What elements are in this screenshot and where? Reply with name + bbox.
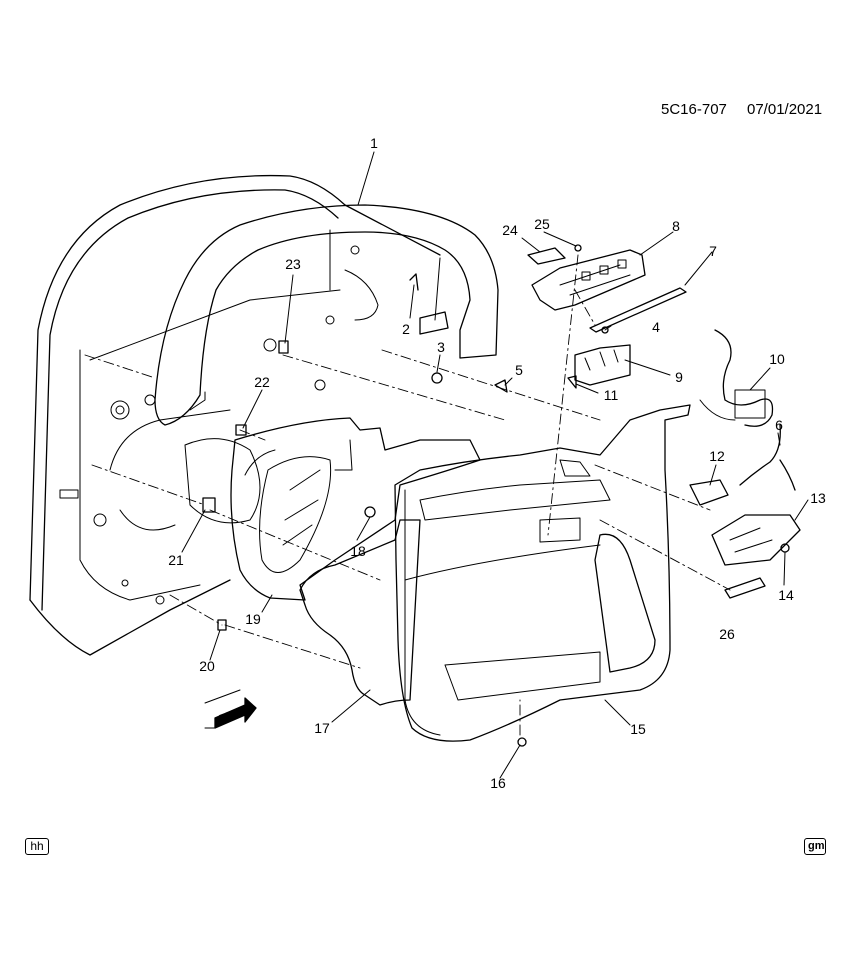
callout-14: 14: [778, 587, 794, 603]
fastener-18: [364, 506, 376, 518]
callout-20: 20: [199, 658, 215, 674]
callout-19: 19: [245, 611, 261, 627]
inside-handle: [689, 479, 729, 506]
wiring-harness: [699, 329, 774, 427]
screw-16: [517, 737, 527, 747]
clip-2: [409, 273, 419, 291]
callout-1: 1: [370, 135, 378, 151]
front-direction-arrow: [204, 689, 257, 729]
callout-8: 8: [672, 218, 680, 234]
fastener-3: [431, 372, 443, 384]
screw-25: [574, 244, 582, 252]
callout-17: 17: [314, 720, 330, 736]
screw-4: [601, 326, 609, 334]
window-switch-bezel: [531, 249, 646, 311]
callout-23: 23: [285, 256, 301, 272]
callout-9: 9: [675, 369, 683, 385]
door-trim-panel: [394, 404, 691, 742]
callout-21: 21: [168, 552, 184, 568]
callout-13: 13: [810, 490, 826, 506]
lock-rod: [589, 287, 687, 333]
handle-housing: [711, 514, 801, 566]
diagram-date: 07/01/2021: [747, 101, 823, 118]
callout-7: 7: [709, 243, 717, 259]
gm-logo-badge: gm: [804, 838, 826, 855]
callout-6: 6: [775, 417, 783, 433]
callout-11: 11: [603, 387, 619, 403]
clip-22: [235, 424, 247, 436]
callout-2: 2: [402, 321, 410, 337]
clip-5: [494, 379, 508, 393]
window-switch: [574, 344, 631, 386]
door-frame-outline: [29, 174, 441, 656]
bezel-pad: [527, 247, 566, 265]
callout-12: 12: [709, 448, 725, 464]
callout-24: 24: [502, 222, 518, 238]
callout-18: 18: [350, 543, 366, 559]
callout-10: 10: [769, 351, 785, 367]
release-cable: [739, 424, 796, 491]
clip-11: [567, 375, 577, 389]
callout-16: 16: [490, 775, 506, 791]
trim-insert: [724, 577, 766, 599]
door-window-trim-frame: [154, 204, 499, 426]
callout-3: 3: [437, 339, 445, 355]
callout-22: 22: [254, 374, 270, 390]
diagram-reference-code: 5C16-707: [661, 101, 727, 118]
callout-5: 5: [515, 362, 523, 378]
sound-insulator: [299, 519, 421, 706]
alignment-lines: [84, 254, 731, 736]
leader-lines: [181, 151, 809, 779]
water-deflector-panel: [230, 417, 481, 601]
clip-23: [278, 340, 289, 354]
hh-badge: hh: [25, 838, 49, 855]
callout-4: 4: [652, 319, 660, 335]
callout-26: 26: [719, 626, 735, 642]
callout-25: 25: [534, 216, 550, 232]
clip-21: [202, 497, 216, 513]
callout-15: 15: [630, 721, 646, 737]
